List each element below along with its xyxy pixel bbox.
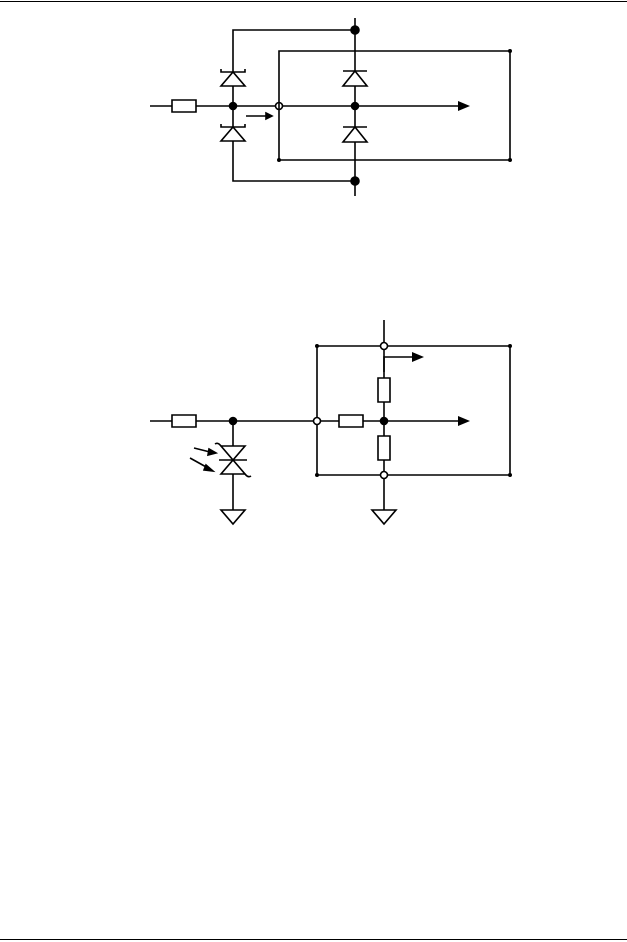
photo-thyristor <box>215 443 251 476</box>
junction-dot <box>228 101 238 111</box>
light-arrow-lower <box>190 458 213 471</box>
current-arrow-small <box>246 113 272 119</box>
schematic-2-photothyristor-divider <box>0 0 512 560</box>
corner-dot <box>507 48 512 53</box>
corner-dot <box>314 472 319 477</box>
tap-output-arrow <box>384 352 424 372</box>
corner-dot <box>276 158 281 163</box>
corner-dot <box>507 472 512 477</box>
page-top-rule <box>0 1 627 2</box>
zener-diode-upper <box>221 69 245 86</box>
diode-lower-right <box>343 127 367 142</box>
series-resistor <box>339 415 363 427</box>
zener-diode-lower <box>221 124 245 141</box>
open-terminal-top <box>379 341 389 351</box>
enclosure-box <box>279 51 510 160</box>
input-resistor <box>172 415 196 427</box>
output-arrow <box>458 416 470 426</box>
corner-dot <box>314 343 319 348</box>
junction-dot <box>350 25 360 35</box>
page-bottom-rule <box>0 939 627 940</box>
ground-symbol-left <box>221 510 245 524</box>
junction-dot <box>228 416 238 426</box>
diode-upper-right <box>343 71 367 86</box>
ground-symbol-right <box>372 510 396 524</box>
light-arrow-upper <box>194 448 216 455</box>
schematic-1-zener-diode-clamp <box>0 0 512 240</box>
output-arrow <box>458 101 470 111</box>
enclosure-box <box>317 346 510 475</box>
corner-dot <box>507 158 512 163</box>
open-terminal-bottom <box>379 470 389 480</box>
lower-divider-resistor <box>378 436 390 460</box>
junction-dot <box>350 176 360 186</box>
junction-dot <box>379 416 389 426</box>
junction-dot <box>350 101 360 111</box>
open-terminal-input <box>312 416 322 426</box>
corner-dot <box>507 343 512 348</box>
upper-divider-resistor <box>378 378 390 402</box>
